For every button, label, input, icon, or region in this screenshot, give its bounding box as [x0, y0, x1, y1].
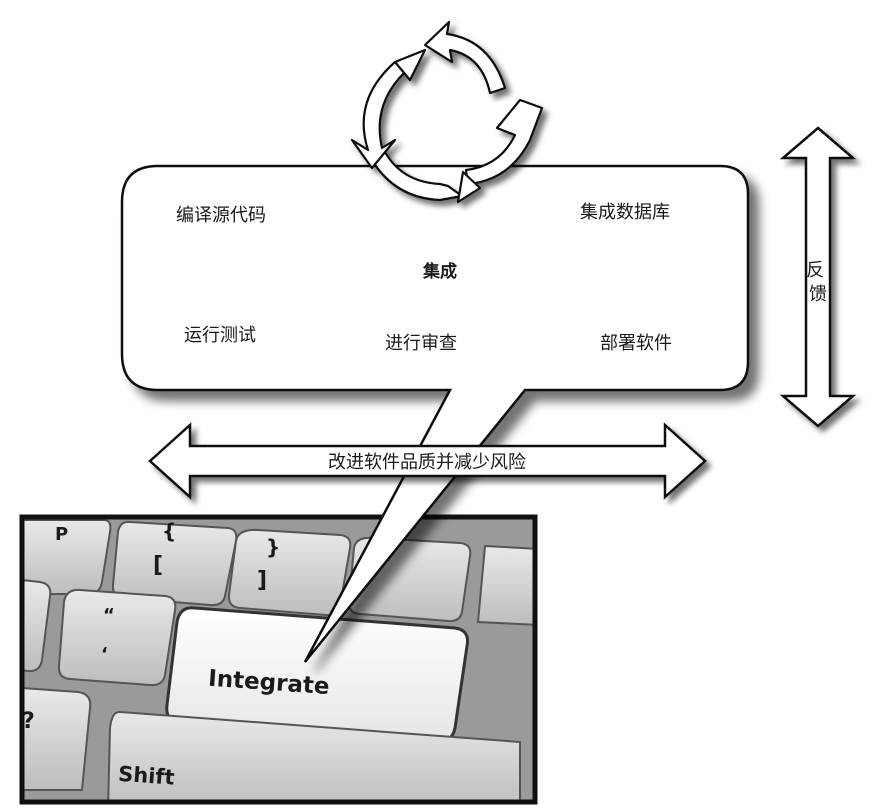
integrate-key: Integrate [165, 606, 469, 744]
shift-key-label: Shift [117, 762, 175, 790]
feedback-arrow: 反 馈 [779, 126, 857, 428]
cycle-arrows-icon [350, 20, 544, 204]
quality-label: 改进软件品质并减少风险 [328, 452, 526, 473]
key-p-label: P [55, 524, 68, 545]
quote-bottom-label: ‘ [101, 644, 108, 665]
activity-deploy: 部署软件 [600, 333, 672, 354]
key-bracket-open: { [ [111, 519, 238, 607]
key-quote: “ ‘ [57, 588, 177, 687]
quote-top-label: “ [103, 605, 115, 626]
brace-close-label: } [266, 535, 280, 559]
keyboard-frame [19, 514, 538, 805]
feedback-label: 反 馈 [806, 260, 830, 305]
activity-integrate-database: 集成数据库 [580, 202, 670, 223]
brace-open-label: { [162, 519, 176, 543]
key-question: ? [22, 686, 92, 791]
bracket-open-label: [ [153, 553, 163, 578]
bracket-close-label: ] [257, 568, 267, 593]
activity-inspect: 进行审查 [385, 333, 457, 354]
key-bracket-close: } ] [227, 528, 352, 617]
keyboard-image: P { [ } ] “ ‘ [19, 514, 538, 805]
quality-arrow: 改进软件品质并减少风险 [148, 422, 707, 500]
activity-compile: 编译源代码 [176, 205, 266, 226]
shift-key: Shift [107, 710, 521, 802]
integration-bubble: 集成 编译源代码 集成数据库 运行测试 进行审查 部署软件 [120, 164, 750, 663]
activity-run-tests: 运行测试 [184, 325, 256, 346]
integration-label: 集成 [422, 261, 457, 282]
question-key-label: ? [22, 709, 35, 734]
